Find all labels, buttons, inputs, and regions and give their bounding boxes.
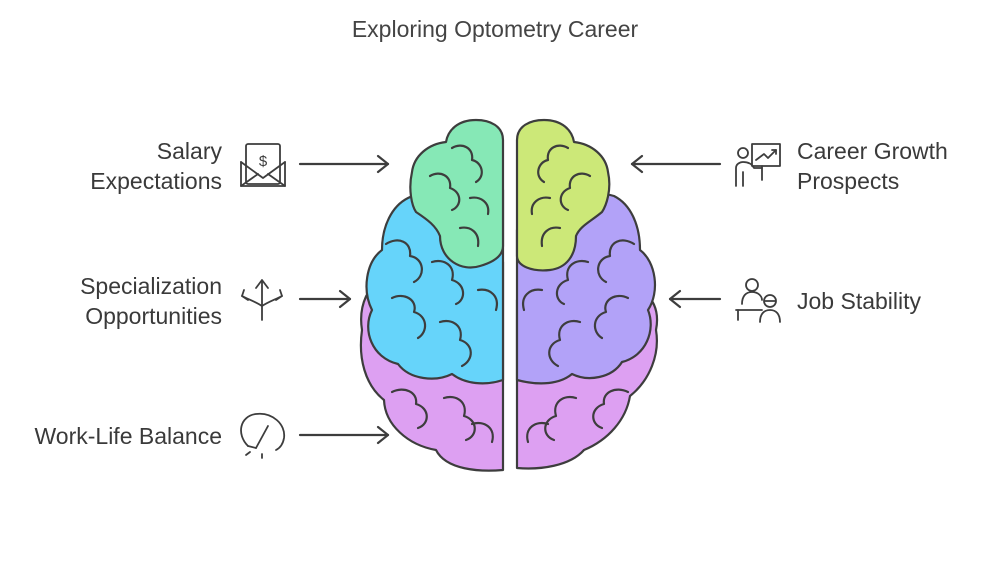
label-line: Expectations bbox=[90, 168, 222, 194]
gyrus-line bbox=[559, 172, 592, 212]
gyrus-line bbox=[548, 319, 582, 368]
gyrus-line bbox=[438, 319, 472, 368]
gyrus-line bbox=[530, 196, 552, 216]
label-line: Work-Life Balance bbox=[34, 423, 223, 449]
gyrus-line bbox=[458, 226, 480, 248]
gyrus-line bbox=[468, 196, 490, 216]
svg-text:$: $ bbox=[259, 153, 268, 170]
label-line: Salary bbox=[156, 138, 222, 164]
diagram-title: Exploring Optometry Career bbox=[351, 16, 639, 42]
gyrus-line bbox=[390, 388, 428, 430]
gyrus-line bbox=[597, 239, 636, 284]
gyrus-line bbox=[428, 172, 461, 212]
gyrus-line bbox=[555, 259, 590, 306]
label-line: Specialization bbox=[80, 273, 222, 299]
gyrus-line bbox=[540, 226, 562, 248]
label-line: Job Stability bbox=[797, 288, 922, 314]
label-line: Career Growth bbox=[797, 138, 948, 164]
label-work-life-balance: Work-Life Balance bbox=[35, 421, 223, 451]
gyrus-line bbox=[442, 395, 476, 442]
money-envelope-icon: $ bbox=[240, 143, 286, 187]
label-salary-expectations: Salary Expectations bbox=[90, 136, 222, 196]
gyrus-line bbox=[470, 421, 494, 444]
label-specialization-opportunities: Specialization Opportunities bbox=[80, 271, 222, 331]
brain-lobe-lime bbox=[515, 118, 611, 272]
gyrus-line bbox=[526, 421, 550, 444]
label-job-stability: Job Stability bbox=[797, 286, 921, 316]
arrow-salary bbox=[298, 154, 390, 174]
presenter-chart-icon bbox=[735, 143, 781, 187]
balance-gauge-icon bbox=[240, 412, 285, 459]
arrow-career-growth bbox=[630, 154, 722, 174]
arrow-job-stability bbox=[668, 289, 722, 309]
label-line: Prospects bbox=[797, 168, 900, 194]
arrow-specialization bbox=[298, 289, 352, 309]
people-desk-icon bbox=[735, 278, 781, 323]
branching-arrows-icon bbox=[241, 279, 283, 321]
gyrus-line bbox=[430, 259, 465, 306]
gyrus-line bbox=[593, 294, 630, 340]
gyrus-line bbox=[592, 388, 630, 430]
gyrus-line bbox=[522, 288, 544, 312]
gyrus-line bbox=[544, 395, 578, 442]
label-line: Opportunities bbox=[85, 303, 222, 329]
gyrus-line bbox=[384, 239, 423, 284]
label-career-growth-prospects: Career Growth Prospects bbox=[797, 136, 948, 196]
gyrus-line bbox=[390, 294, 427, 340]
arrow-work-life bbox=[298, 425, 390, 445]
gyrus-line bbox=[537, 144, 570, 184]
gyrus-line bbox=[476, 288, 498, 312]
gyrus-line bbox=[450, 144, 483, 184]
